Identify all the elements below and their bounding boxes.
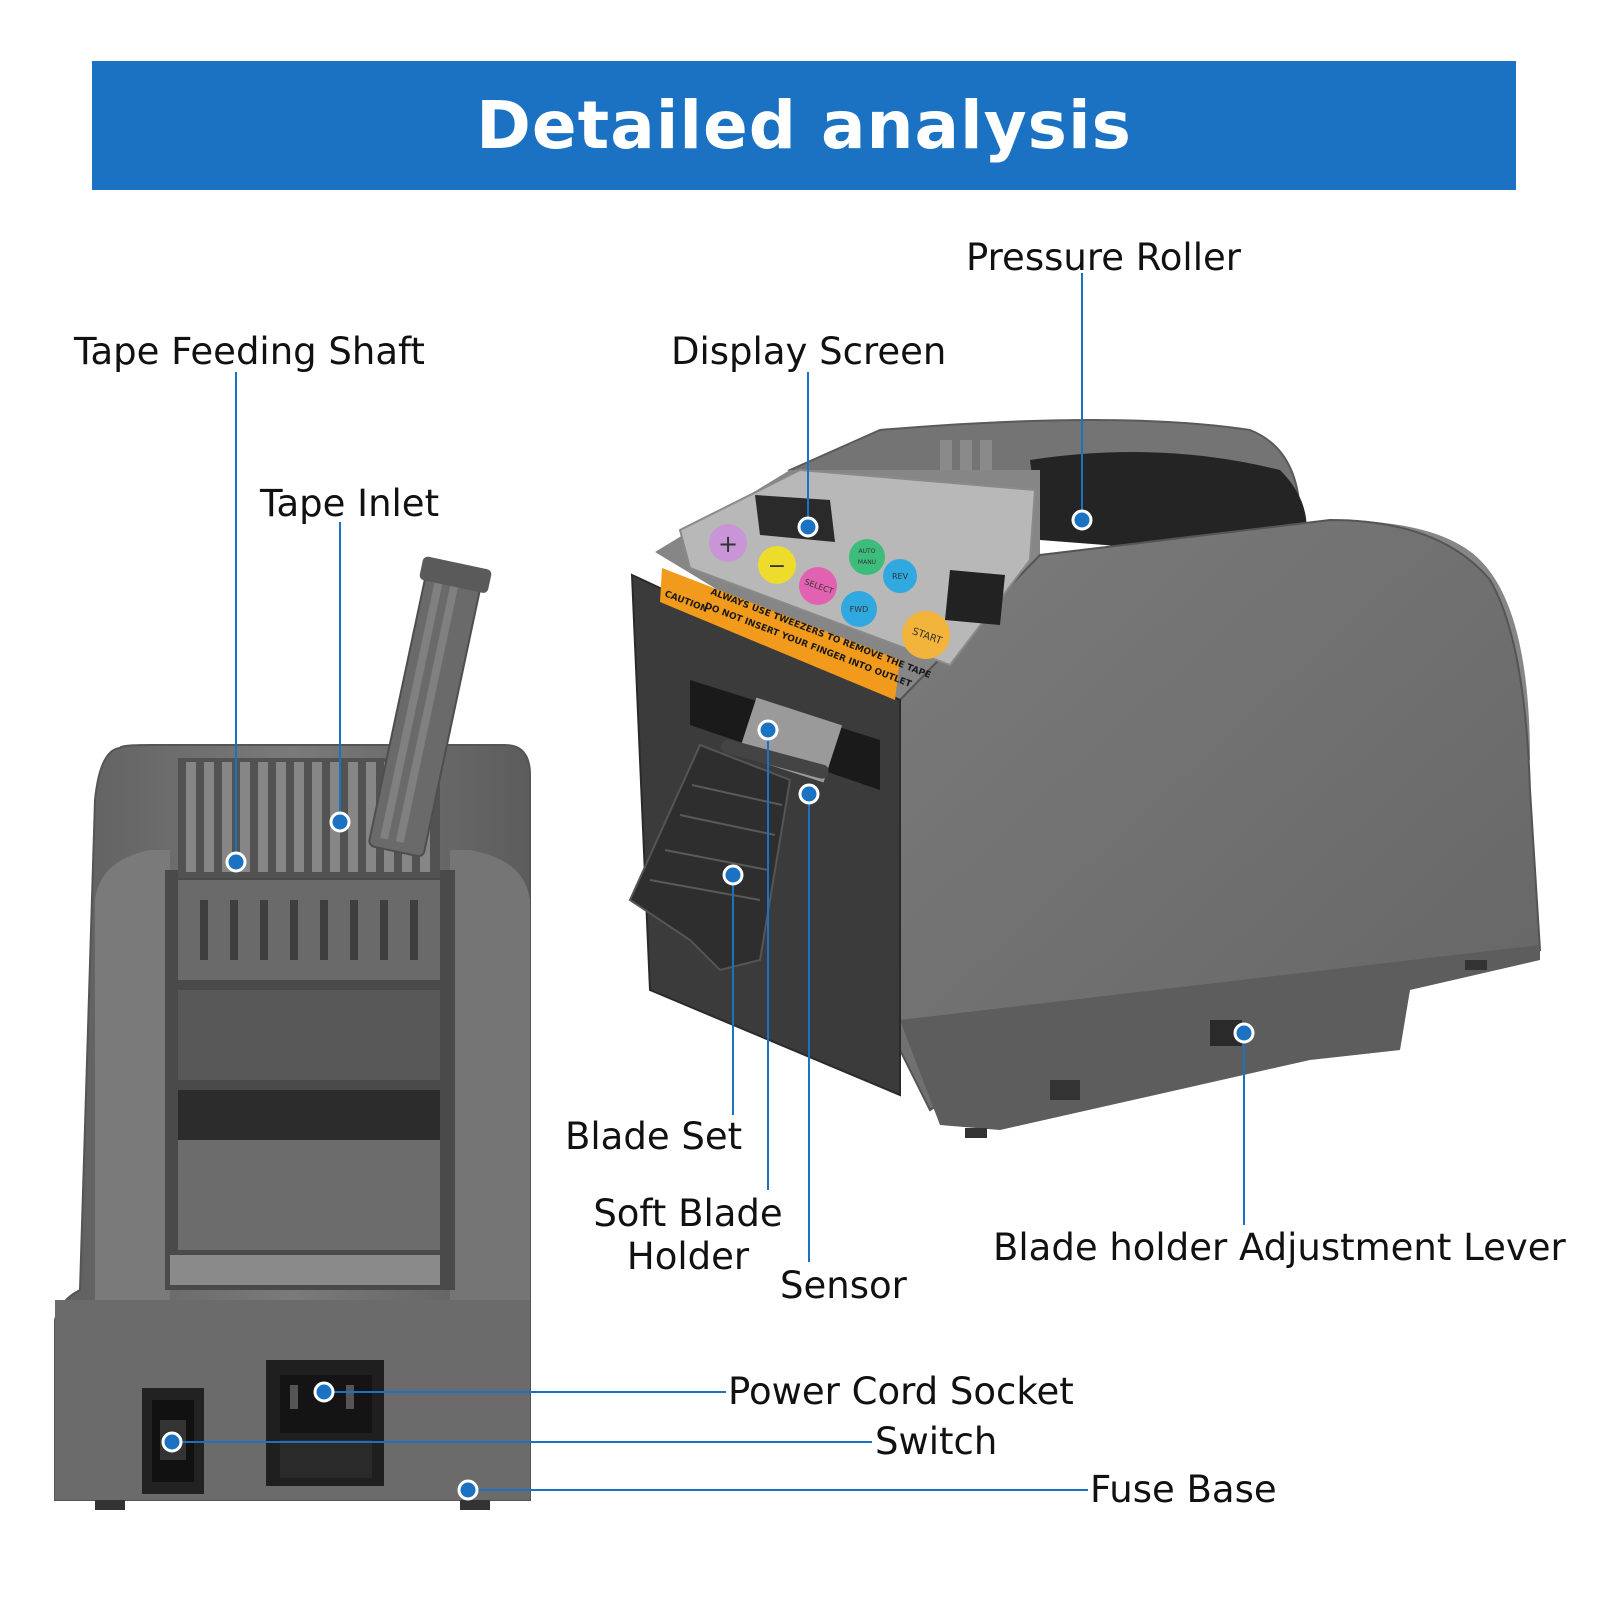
right-machine: + − SELECT AUTO MANU REV FWD START CAUTI… [628,419,1542,1138]
rev-button-label: REV [892,572,909,581]
fuse-base-dot [457,1479,479,1501]
soft-blade-holder-line-2: Holder [626,1235,750,1278]
title-banner: Detailed analysis [92,61,1516,190]
tape-feeding-shaft-dot [225,851,247,873]
auto-label: AUTO [859,548,876,555]
blade-set[interactable] [628,743,792,972]
blade-holder-adjustment-lever-label: Blade holder Adjustment Lever [993,1226,1566,1269]
power-cord-socket-label: Power Cord Socket [728,1370,1074,1413]
pressure-roller-dot [1071,509,1093,531]
soft-blade-holder-dot [757,719,779,741]
sensor-label: Sensor [780,1264,907,1307]
plus-button-label: + [718,530,738,558]
roller-cover [368,556,492,858]
left-machine [54,556,531,1510]
tape-inlet-dot [329,811,351,833]
tape-inlet-label: Tape Inlet [260,482,440,525]
display-screen-label: Display Screen [671,330,947,373]
power-cord-socket-dot [313,1381,335,1403]
minus-button-label: − [768,554,786,579]
switch-label: Switch [875,1420,998,1463]
sensor-dot [798,783,820,805]
pressure-roller-label: Pressure Roller [966,236,1241,279]
callout-lines [172,273,1245,1491]
display-screen [755,495,835,542]
fuse-base-label: Fuse Base [1090,1468,1277,1511]
manu-label: MANU [858,559,876,566]
callout-dots [161,509,1255,1501]
blade-holder-adjustment-lever-dot [1233,1022,1255,1044]
display-screen-dot [797,516,819,538]
soft-blade-holder-label: Soft Blade Holder [588,1192,788,1278]
blade-set-dot [722,864,744,886]
page-title: Detailed analysis [476,87,1132,164]
panel-buttons[interactable] [709,524,950,659]
fwd-button-label: FWD [850,605,869,614]
soft-blade-holder-line-1: Soft Blade [593,1192,783,1235]
caution-label [660,568,900,700]
switch-dot [161,1431,183,1453]
tape-feeding-shaft-label: Tape Feeding Shaft [74,330,425,373]
blade-set-label: Blade Set [565,1115,743,1158]
